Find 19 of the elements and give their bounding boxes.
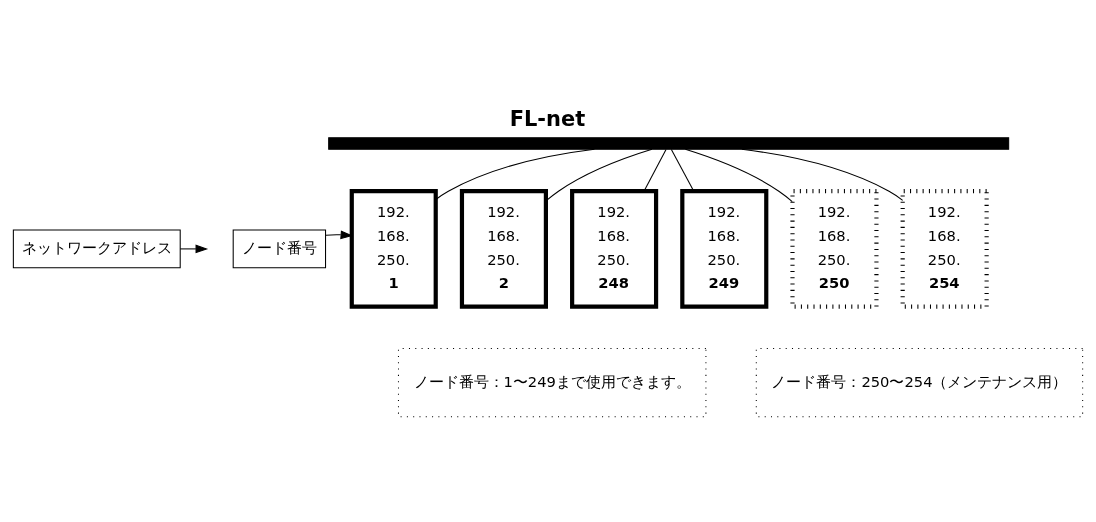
node-box: 192. 168. 250. 2 — [459, 188, 548, 309]
node-box: 192. 168. 250. 254 — [900, 188, 989, 309]
connector — [643, 148, 667, 191]
diagram-title: FL-net — [509, 106, 586, 131]
node-bar — [328, 136, 1010, 150]
arrow — [179, 244, 209, 253]
connector — [545, 148, 653, 201]
connector — [435, 148, 595, 200]
node-box: 192. 168. 250. 250 — [790, 188, 879, 309]
node-box: ノード番号：1〜249まで使用できます。 — [397, 347, 707, 417]
connector — [670, 148, 695, 191]
node-box: ノード番号：250〜254（メンテナンス用） — [755, 347, 1084, 417]
node-box: ネットワークアドレス — [12, 229, 181, 268]
connector — [741, 148, 904, 201]
node-box: ノード番号 — [232, 229, 327, 268]
node-box: 192. 168. 250. 249 — [680, 188, 769, 309]
node-box: 192. 168. 250. 248 — [570, 188, 659, 309]
node-box: 192. 168. 250. 1 — [349, 188, 438, 309]
connector — [684, 148, 793, 202]
